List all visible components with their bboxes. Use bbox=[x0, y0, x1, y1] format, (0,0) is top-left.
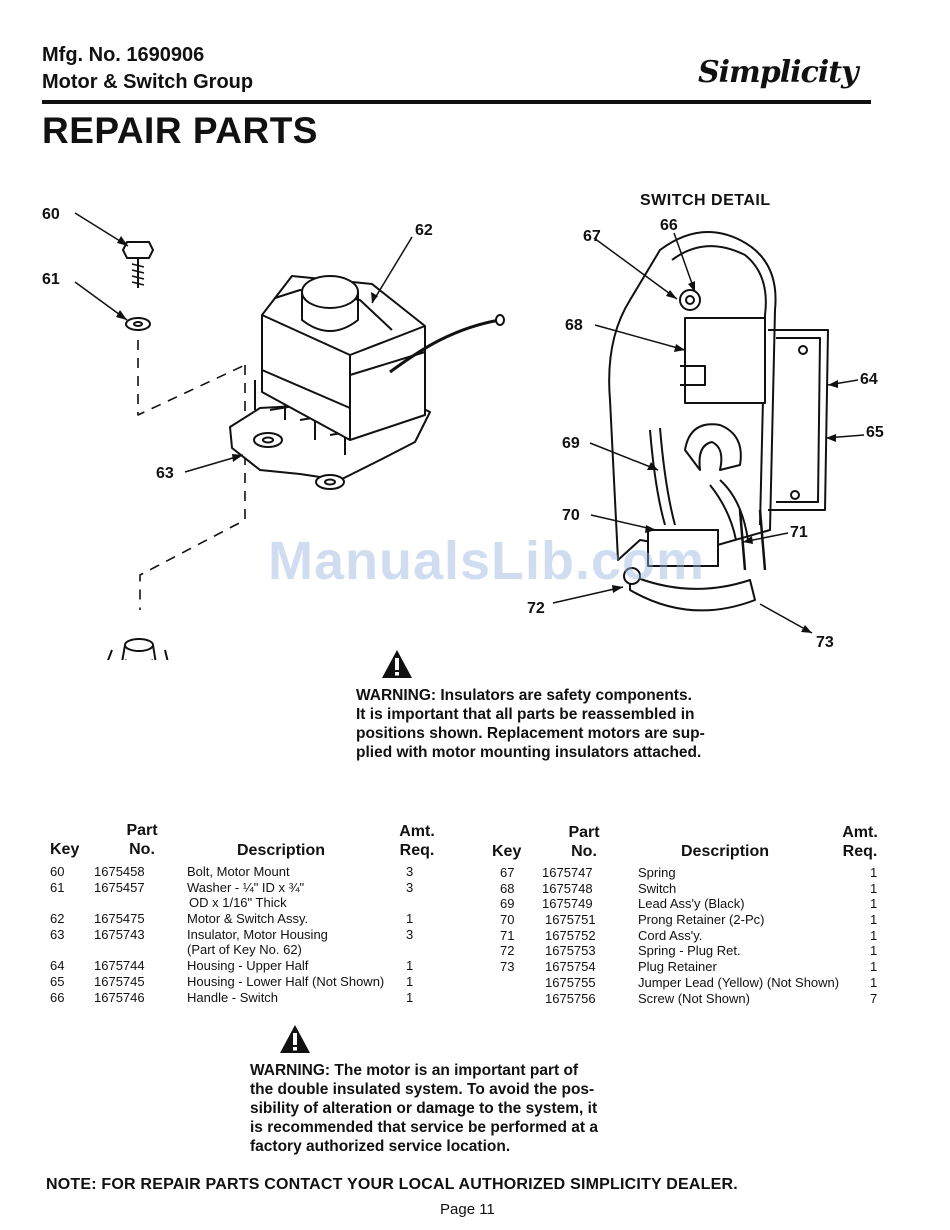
warning-motor: WARNING: The motor is an important part … bbox=[250, 1061, 660, 1156]
callout-68: 68 bbox=[565, 317, 583, 334]
warning-line: WARNING: Insulators are safety component… bbox=[356, 687, 692, 704]
warning-line: plied with motor mounting insulators att… bbox=[356, 744, 702, 761]
callout-69: 69 bbox=[562, 435, 580, 452]
callout-72: 72 bbox=[527, 600, 545, 617]
callout-62: 62 bbox=[415, 222, 433, 239]
callout-73: 73 bbox=[816, 634, 834, 651]
insulator-cone-part bbox=[107, 638, 169, 660]
group-name: Motor & Switch Group bbox=[42, 71, 254, 93]
motor-housing-part bbox=[261, 275, 426, 441]
warning-triangle-icon bbox=[382, 650, 412, 678]
callout-64: 64 bbox=[860, 371, 878, 388]
header-key: Key bbox=[492, 843, 522, 860]
bolt-part bbox=[122, 241, 154, 288]
table-row: OD x 1/16" Thick bbox=[189, 895, 287, 911]
callout-63: 63 bbox=[156, 465, 174, 482]
header-amt-req: Amt. Req. bbox=[399, 823, 435, 859]
callout-65: 65 bbox=[866, 424, 884, 441]
power-cord bbox=[389, 318, 501, 374]
table-row: (Part of Key No. 62) bbox=[187, 942, 302, 958]
warning-line: factory authorized service location. bbox=[250, 1138, 511, 1155]
callout-66: 66 bbox=[660, 217, 678, 234]
header-description: Description bbox=[681, 843, 770, 860]
warning-insulators: WARNING: Insulators are safety component… bbox=[356, 686, 766, 762]
switch-housing-part bbox=[608, 231, 829, 612]
callout-67: 67 bbox=[583, 228, 601, 245]
mfg-number: Mfg. No. 1690906 bbox=[42, 44, 205, 66]
header-key: Key bbox=[50, 841, 80, 858]
callout-71: 71 bbox=[790, 524, 808, 541]
switch-detail-label: SWITCH DETAIL bbox=[640, 192, 771, 209]
header-description: Description bbox=[237, 842, 326, 859]
warning-triangle-icon bbox=[280, 1025, 310, 1053]
header-amt-req: Amt. Req. bbox=[842, 824, 878, 860]
header-part-no: Part No. bbox=[568, 824, 600, 860]
watermark: ManualsLib.com bbox=[268, 531, 706, 591]
header-rule bbox=[42, 100, 871, 104]
brand-logo: Simplicity bbox=[698, 55, 859, 90]
callout-70: 70 bbox=[562, 507, 580, 524]
callout-60: 60 bbox=[42, 206, 60, 223]
warning-line: positions shown. Replacement motors are … bbox=[356, 725, 705, 742]
page-number: Page 11 bbox=[440, 1201, 495, 1218]
parts-diagram bbox=[74, 212, 865, 660]
warning-line: the double insulated system. To avoid th… bbox=[250, 1081, 595, 1098]
warning-line: WARNING: The motor is an important part … bbox=[250, 1062, 579, 1079]
warning-line: sibility of alteration or damage to the … bbox=[250, 1100, 598, 1117]
warning-line: It is important that all parts be reasse… bbox=[356, 706, 695, 723]
header-part-no: Part No. bbox=[126, 822, 158, 858]
callout-61: 61 bbox=[42, 271, 60, 288]
page-title: REPAIR PARTS bbox=[42, 110, 318, 151]
warning-line: is recommended that service be performed… bbox=[250, 1119, 599, 1136]
dealer-note: NOTE: FOR REPAIR PARTS CONTACT YOUR LOCA… bbox=[46, 1176, 738, 1193]
washer-part bbox=[125, 317, 151, 331]
